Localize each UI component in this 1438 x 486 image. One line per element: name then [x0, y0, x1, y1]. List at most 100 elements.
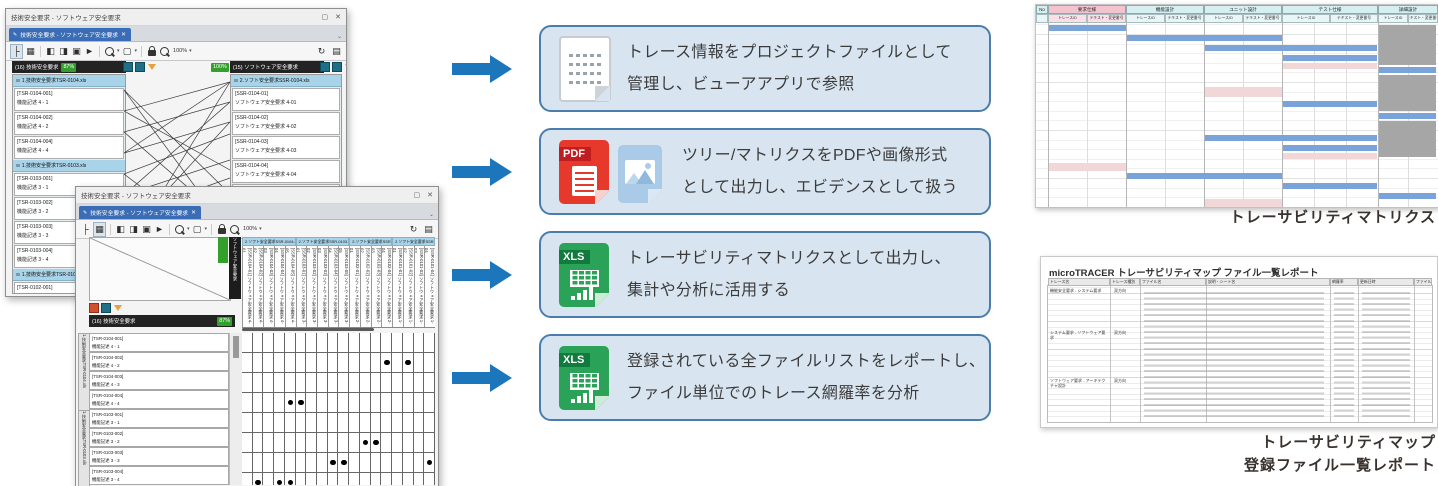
trace-dot[interactable]	[276, 479, 283, 485]
matrix-cell[interactable]	[285, 473, 296, 485]
matrix-cell[interactable]	[274, 433, 285, 452]
matrix-cell[interactable]	[424, 373, 435, 392]
list-group-header[interactable]: ⊟1.技術安全要求TSR-0104.xls	[13, 75, 125, 87]
matrix-cell[interactable]	[317, 393, 328, 412]
panel-button-icon[interactable]	[123, 62, 133, 72]
link-mode-icon[interactable]: ▣	[142, 223, 151, 234]
zoom-icon[interactable]	[159, 45, 170, 58]
matrix-cell[interactable]	[392, 453, 403, 472]
matrix-cell[interactable]	[360, 393, 371, 412]
zoom-dropdown-icon[interactable]: ▾	[189, 48, 192, 54]
matrix-cell[interactable]	[424, 393, 435, 412]
matrix-cell[interactable]	[296, 373, 307, 392]
matrix-cell[interactable]	[317, 433, 328, 452]
matrix-cell[interactable]	[414, 413, 425, 432]
close-icon[interactable]: ✕	[427, 192, 433, 199]
matrix-cell[interactable]	[317, 413, 328, 432]
expand-left-icon[interactable]: ◧	[46, 45, 55, 56]
matrix-cell[interactable]	[414, 333, 425, 352]
matrix-cell[interactable]	[371, 393, 382, 412]
column-header[interactable]: [SSR-0104-02] ソフトウェア安全要求 4-02	[252, 246, 264, 327]
list-item[interactable]: [SSR-0104-03]ソフトウェア安全要求 4-03	[232, 136, 340, 159]
tab-overflow-icon[interactable]: ⌄	[336, 34, 342, 40]
matrix-cell[interactable]	[360, 473, 371, 485]
column-header[interactable]: [SSR-0104-05] ソフトウェア安全要求 4-05	[284, 246, 296, 327]
matrix-cell[interactable]	[242, 373, 253, 392]
zoom-level[interactable]: 100%	[173, 48, 188, 54]
maximize-icon[interactable]: ▢	[413, 192, 421, 199]
matrix-row-header[interactable]: [TSR-0103-004]機能記述 3 - 4	[89, 466, 229, 485]
matrix-row-header[interactable]: [TSR-0103-003]機能記述 3 - 3	[89, 447, 229, 466]
expand-right-icon[interactable]: ◨	[59, 45, 68, 56]
matrix-cell[interactable]	[381, 433, 393, 452]
filter-funnel-icon[interactable]	[114, 305, 122, 311]
matrix-cell[interactable]	[381, 473, 393, 485]
lock-icon[interactable]	[216, 223, 227, 236]
matrix-cell[interactable]	[328, 373, 339, 392]
matrix-cell[interactable]	[403, 433, 414, 452]
matrix-cell[interactable]	[371, 353, 382, 372]
matrix-cell[interactable]	[381, 413, 393, 432]
matrix-cell[interactable]	[263, 353, 275, 372]
matrix-cell[interactable]	[338, 333, 350, 352]
trace-dot[interactable]	[298, 399, 304, 405]
matrix-cell[interactable]	[253, 433, 264, 452]
column-header[interactable]: [SSR-0102-04] ソフトウェア安全要求 2-04	[381, 246, 393, 327]
matrix-cell[interactable]	[285, 353, 296, 372]
matrix-cell[interactable]	[392, 413, 403, 432]
trace-dot[interactable]	[362, 439, 369, 445]
matrix-cell[interactable]	[328, 413, 339, 432]
matrix-cell[interactable]	[360, 333, 371, 352]
matrix-cell[interactable]	[242, 433, 253, 452]
panel-button-icon[interactable]	[101, 303, 111, 313]
panel-button-icon[interactable]	[320, 62, 330, 72]
matrix-cell[interactable]	[338, 433, 350, 452]
matrix-cell[interactable]	[328, 453, 339, 472]
matrix-cell[interactable]	[328, 353, 339, 372]
matrix-cell[interactable]	[296, 453, 307, 472]
matrix-cell[interactable]	[381, 453, 393, 472]
matrix-cell[interactable]	[360, 413, 371, 432]
trace-dot[interactable]	[330, 459, 336, 465]
matrix-cell[interactable]	[253, 393, 264, 412]
matrix-cell[interactable]	[403, 473, 414, 485]
matrix-cell[interactable]	[371, 453, 382, 472]
matrix-cell[interactable]	[274, 473, 285, 485]
matrix-cell[interactable]	[403, 353, 414, 372]
matrix-cell[interactable]	[296, 473, 307, 485]
column-header[interactable]: [SSR-0102-03] ソフトウェア安全要求 2-03	[370, 246, 382, 327]
trace-dot[interactable]	[373, 439, 379, 445]
matrix-cell[interactable]	[349, 453, 360, 472]
matrix-cell[interactable]	[392, 433, 403, 452]
column-group-header[interactable]: 2.ソフト安全要求SSR-0102.xls	[349, 237, 393, 246]
matrix-row-header[interactable]: [TSR-0104-004]機能記述 4 - 4	[89, 390, 229, 409]
list-item[interactable]: [SSR-0104-01]ソフトウェア安全要求 4-01	[232, 88, 340, 111]
matrix-cell[interactable]	[392, 333, 403, 352]
column-header[interactable]: [SSR-0101-02] ソフトウェア安全要求 1-02	[402, 246, 414, 327]
trace-dot[interactable]	[287, 479, 293, 485]
matrix-cell[interactable]	[285, 373, 296, 392]
matrix-cell[interactable]	[263, 393, 275, 412]
matrix-cell[interactable]	[274, 453, 285, 472]
tree-view-icon[interactable]: ├	[82, 223, 89, 234]
matrix-cell[interactable]	[349, 473, 360, 485]
matrix-cell[interactable]	[274, 353, 285, 372]
matrix-cell[interactable]	[253, 473, 264, 485]
matrix-cell[interactable]	[306, 473, 318, 485]
lock-icon[interactable]	[146, 45, 157, 58]
matrix-cell[interactable]	[263, 333, 275, 352]
matrix-cell[interactable]	[349, 413, 360, 432]
matrix-cell[interactable]	[392, 353, 403, 372]
matrix-cell[interactable]	[328, 433, 339, 452]
matrix-cell[interactable]	[381, 353, 393, 372]
tree-view-icon[interactable]: ├	[10, 43, 23, 59]
matrix-cell[interactable]	[338, 413, 350, 432]
zoom-level[interactable]: 100%	[243, 226, 258, 232]
trace-dot[interactable]	[384, 359, 390, 365]
trace-dot[interactable]	[287, 399, 293, 405]
search-icon[interactable]	[104, 45, 115, 58]
matrix-cell[interactable]	[306, 353, 318, 372]
panel-button-icon[interactable]	[135, 62, 145, 72]
matrix-cell[interactable]	[424, 353, 435, 372]
matrix-cell[interactable]	[349, 353, 360, 372]
